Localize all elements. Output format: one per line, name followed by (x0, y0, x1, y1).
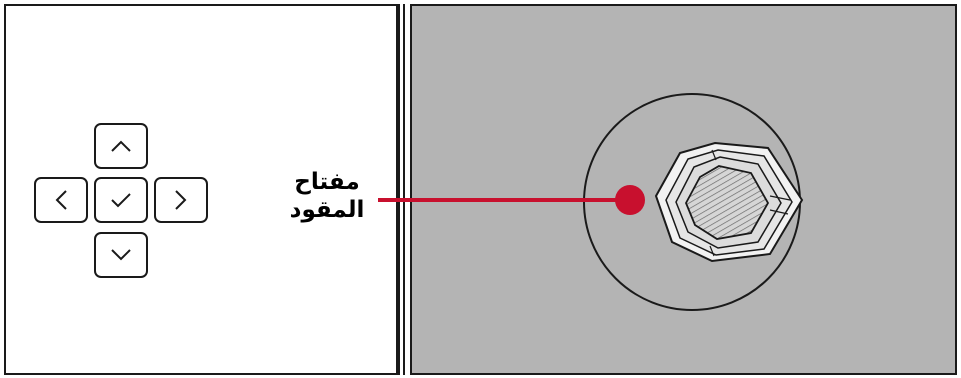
down-button[interactable] (94, 232, 148, 278)
label-line-2: المقود (282, 196, 372, 224)
joystick-key-label: مفتاح المقود (282, 168, 372, 224)
chevron-left-icon (54, 189, 68, 211)
ok-button[interactable] (94, 177, 148, 223)
label-line-1: مفتاح (282, 168, 372, 196)
device-closeup-panel (410, 4, 957, 375)
chevron-down-icon (110, 248, 132, 262)
checkmark-icon (109, 191, 133, 209)
divider-line-thin (403, 4, 405, 375)
chevron-right-icon (174, 189, 188, 211)
divider-line (396, 4, 400, 375)
chevron-up-icon (110, 139, 132, 153)
up-button[interactable] (94, 123, 148, 169)
left-button[interactable] (34, 177, 88, 223)
right-button[interactable] (154, 177, 208, 223)
